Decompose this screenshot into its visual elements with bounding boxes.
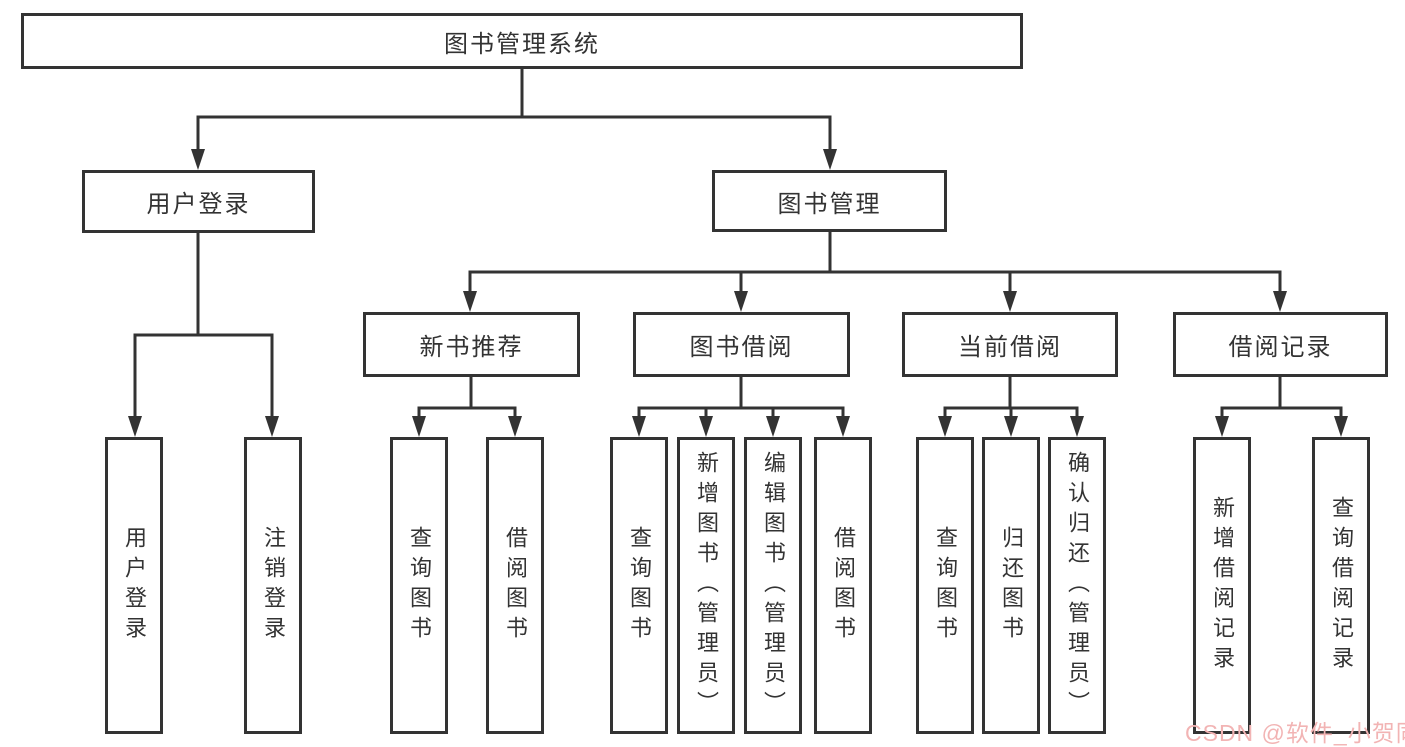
node-label: 查询图书 bbox=[627, 525, 652, 646]
node-label: 查询借阅记录 bbox=[1329, 495, 1354, 676]
node-root-system: 图书管理系统 bbox=[21, 13, 1023, 69]
arrowhead-icon bbox=[191, 149, 205, 170]
node-current-borrow: 当前借阅 bbox=[902, 312, 1118, 377]
arrowhead-icon bbox=[508, 416, 522, 437]
node-label: 编辑图书（管理员） bbox=[761, 450, 786, 721]
arrowhead-icon bbox=[836, 416, 850, 437]
node-label: 借阅图书 bbox=[503, 525, 528, 646]
node-user-login: 用户登录 bbox=[82, 170, 315, 233]
node-leaf-query-borrow-record: 查询借阅记录 bbox=[1312, 437, 1370, 734]
node-leaf-add-borrow-record: 新增借阅记录 bbox=[1193, 437, 1251, 734]
node-label: 新书推荐 bbox=[419, 334, 524, 361]
node-label: 注销登录 bbox=[261, 525, 286, 646]
node-label: 借阅图书 bbox=[831, 525, 856, 646]
arrowhead-icon bbox=[1215, 416, 1229, 437]
arrowhead-icon bbox=[1070, 416, 1084, 437]
node-label: 查询图书 bbox=[407, 525, 432, 646]
csdn-watermark: CSDN @软件_小贺同学 bbox=[1185, 720, 1405, 746]
node-leaf-confirm-return-admin: 确认归还（管理员） bbox=[1048, 437, 1106, 734]
node-label: 归还图书 bbox=[999, 525, 1024, 646]
node-leaf-return-book: 归还图书 bbox=[982, 437, 1040, 734]
node-leaf-edit-book-admin: 编辑图书（管理员） bbox=[744, 437, 802, 734]
node-label: 新增借阅记录 bbox=[1210, 495, 1235, 676]
node-label: 借阅记录 bbox=[1228, 334, 1333, 361]
node-label: 查询图书 bbox=[933, 525, 958, 646]
node-label: 用户登录 bbox=[146, 191, 251, 218]
node-leaf-borrow-book: 借阅图书 bbox=[814, 437, 872, 734]
node-leaf-query-book-recommend: 查询图书 bbox=[390, 437, 448, 734]
node-label: 新增图书（管理员） bbox=[694, 450, 719, 721]
node-book-management: 图书管理 bbox=[712, 170, 947, 232]
arrowhead-icon bbox=[1004, 416, 1018, 437]
node-label: 图书管理系统 bbox=[444, 30, 600, 58]
arrowhead-icon bbox=[938, 416, 952, 437]
arrowhead-icon bbox=[734, 291, 748, 312]
arrowhead-icon bbox=[699, 416, 713, 437]
arrowhead-icon bbox=[128, 416, 142, 437]
arrowhead-icon bbox=[463, 291, 477, 312]
arrowhead-icon bbox=[632, 416, 646, 437]
node-label: 当前借阅 bbox=[958, 334, 1062, 361]
node-leaf-query-book-current: 查询图书 bbox=[916, 437, 974, 734]
node-leaf-user-login: 用户登录 bbox=[105, 437, 163, 734]
node-leaf-borrow-book-recommend: 借阅图书 bbox=[486, 437, 544, 734]
node-new-book-recommend: 新书推荐 bbox=[363, 312, 580, 377]
arrowhead-icon bbox=[1334, 416, 1348, 437]
node-book-borrow: 图书借阅 bbox=[633, 312, 850, 377]
node-label: 图书借阅 bbox=[689, 334, 794, 361]
node-leaf-logout: 注销登录 bbox=[244, 437, 302, 734]
arrowhead-icon bbox=[1003, 291, 1017, 312]
node-label: 图书管理 bbox=[777, 190, 882, 218]
node-label: 用户登录 bbox=[122, 525, 147, 646]
node-label: 确认归还（管理员） bbox=[1065, 450, 1090, 721]
arrowhead-icon bbox=[265, 416, 279, 437]
arrowhead-icon bbox=[412, 416, 426, 437]
arrowhead-icon bbox=[1273, 291, 1287, 312]
node-leaf-query-book-borrow: 查询图书 bbox=[610, 437, 668, 734]
node-leaf-add-book-admin: 新增图书（管理员） bbox=[677, 437, 735, 734]
arrowhead-icon bbox=[766, 416, 780, 437]
node-borrow-records: 借阅记录 bbox=[1173, 312, 1388, 377]
arrowhead-icon bbox=[823, 149, 837, 170]
